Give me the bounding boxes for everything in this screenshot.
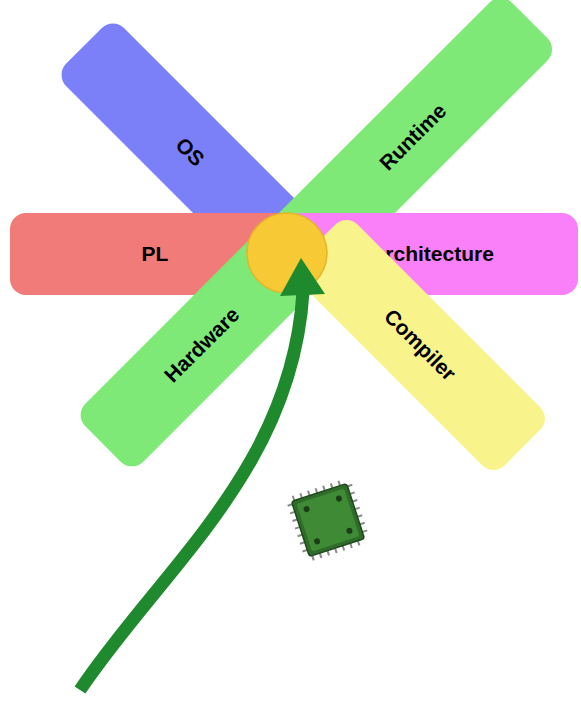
center-circle [247, 213, 327, 293]
band-label: PL [142, 242, 169, 266]
arrow-head [280, 258, 325, 296]
band-label: Runtime [375, 99, 451, 175]
band-label: Compiler [379, 304, 460, 385]
flow-arrow [80, 292, 303, 690]
band-label: Hardware [160, 303, 245, 388]
chip-icon [285, 477, 371, 563]
band-label: OS [171, 133, 209, 171]
